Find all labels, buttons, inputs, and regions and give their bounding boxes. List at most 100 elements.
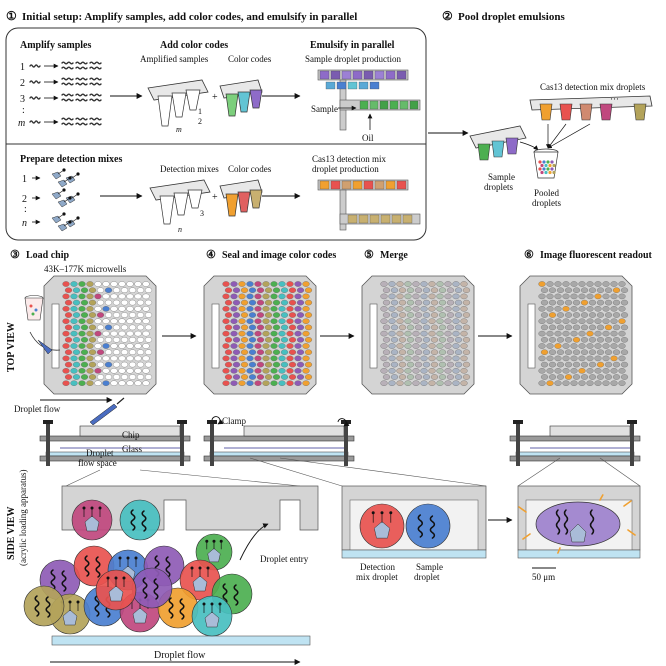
emulsion-droplet xyxy=(330,70,341,80)
amplified-strand xyxy=(89,93,102,97)
microwell xyxy=(460,293,468,300)
microwell xyxy=(586,355,594,362)
cas13-ellipsis: ··· xyxy=(610,94,619,104)
microwell xyxy=(120,312,129,318)
microwell xyxy=(222,355,230,362)
chip-merge xyxy=(361,275,475,395)
pooled-droplet xyxy=(538,160,542,164)
microwell xyxy=(436,368,444,374)
sample-droplet-tube xyxy=(491,140,505,158)
microwell xyxy=(254,368,262,374)
microwell xyxy=(102,306,110,312)
microwell xyxy=(438,374,447,380)
sample-droplet-l2: droplet xyxy=(414,572,440,582)
microwell xyxy=(546,355,554,362)
microwell xyxy=(62,306,70,312)
microwell xyxy=(540,287,549,293)
microwell xyxy=(134,318,142,324)
droplet-flow-space-l1: Droplet xyxy=(86,448,114,458)
microwell xyxy=(430,324,439,331)
microwell xyxy=(134,281,142,287)
microwell xyxy=(444,318,452,324)
microwell xyxy=(302,330,310,337)
microwell xyxy=(406,349,415,355)
microwell xyxy=(612,299,621,306)
amplified-strand xyxy=(89,77,102,81)
microwell xyxy=(118,343,126,349)
microwell xyxy=(264,349,273,355)
step4-title: Seal and image color codes xyxy=(222,250,336,261)
droplet-entry-label: Droplet entry xyxy=(260,554,309,564)
color-code-tube-rack xyxy=(219,79,263,117)
fluorescence-ray xyxy=(557,547,561,554)
microwell xyxy=(302,318,310,324)
emulsion-droplet xyxy=(385,70,396,80)
cas13-protein-icon xyxy=(204,611,220,628)
microwell xyxy=(444,343,452,349)
microwell xyxy=(78,318,86,324)
microwell xyxy=(120,299,129,306)
microwell xyxy=(64,324,73,331)
microwell xyxy=(556,374,565,380)
microwell xyxy=(586,281,594,287)
detection-tube-rack: 3 n xyxy=(149,179,211,234)
microwell xyxy=(142,380,150,386)
microwell xyxy=(588,374,597,380)
chip-slab xyxy=(549,425,631,437)
acrylic-bottom-plate xyxy=(203,455,355,462)
microwell xyxy=(446,374,455,380)
microwell xyxy=(134,343,142,349)
microwell xyxy=(256,324,265,331)
microwell xyxy=(302,380,310,386)
step6-number: ⑥ xyxy=(524,249,534,261)
microwell xyxy=(540,299,549,306)
microwell xyxy=(406,324,415,331)
microwell xyxy=(620,324,629,331)
microwell xyxy=(612,324,621,331)
microwell xyxy=(620,299,629,306)
cas13-droplet-tube xyxy=(633,103,647,121)
microwell xyxy=(602,330,610,337)
microwell xyxy=(586,343,594,349)
load-glass xyxy=(51,635,311,646)
reporter-dot xyxy=(380,511,384,515)
microwell xyxy=(70,330,78,337)
microwell xyxy=(120,361,129,368)
microwell xyxy=(104,374,113,380)
microwell xyxy=(428,293,436,300)
microwell xyxy=(256,349,265,355)
microwell xyxy=(280,287,289,293)
microwell xyxy=(620,361,629,368)
merge-droplets xyxy=(359,503,451,549)
microwell xyxy=(422,299,431,306)
emulsion-droplet xyxy=(347,214,358,224)
amplified-strand xyxy=(61,61,74,65)
microwell xyxy=(224,287,233,293)
microwell xyxy=(436,293,444,300)
color-codes-label: Color codes xyxy=(228,54,272,64)
detection-color-tube-rack xyxy=(219,179,263,217)
microwell xyxy=(420,368,428,374)
microwell xyxy=(610,368,618,374)
microwell xyxy=(562,368,570,374)
microwell xyxy=(388,306,396,312)
microwell xyxy=(546,318,554,324)
pooled-droplet xyxy=(552,163,556,168)
microwell xyxy=(578,318,586,324)
clamp-screw-head xyxy=(513,420,523,424)
microwell xyxy=(144,337,153,343)
amplified-strand xyxy=(75,61,88,65)
microwell xyxy=(420,281,428,287)
microwell xyxy=(414,324,423,331)
microwell xyxy=(304,324,313,331)
sample-droplet-rack xyxy=(469,125,527,161)
microwell xyxy=(548,349,557,355)
reporter-dot xyxy=(126,556,130,560)
clamp-screw-head xyxy=(177,420,187,424)
microwell xyxy=(454,337,463,343)
microwell xyxy=(78,281,86,287)
microwell xyxy=(578,306,586,312)
emulsion-droplet xyxy=(363,70,374,80)
cas13-protein-icon xyxy=(84,515,100,532)
microwell xyxy=(610,293,618,300)
